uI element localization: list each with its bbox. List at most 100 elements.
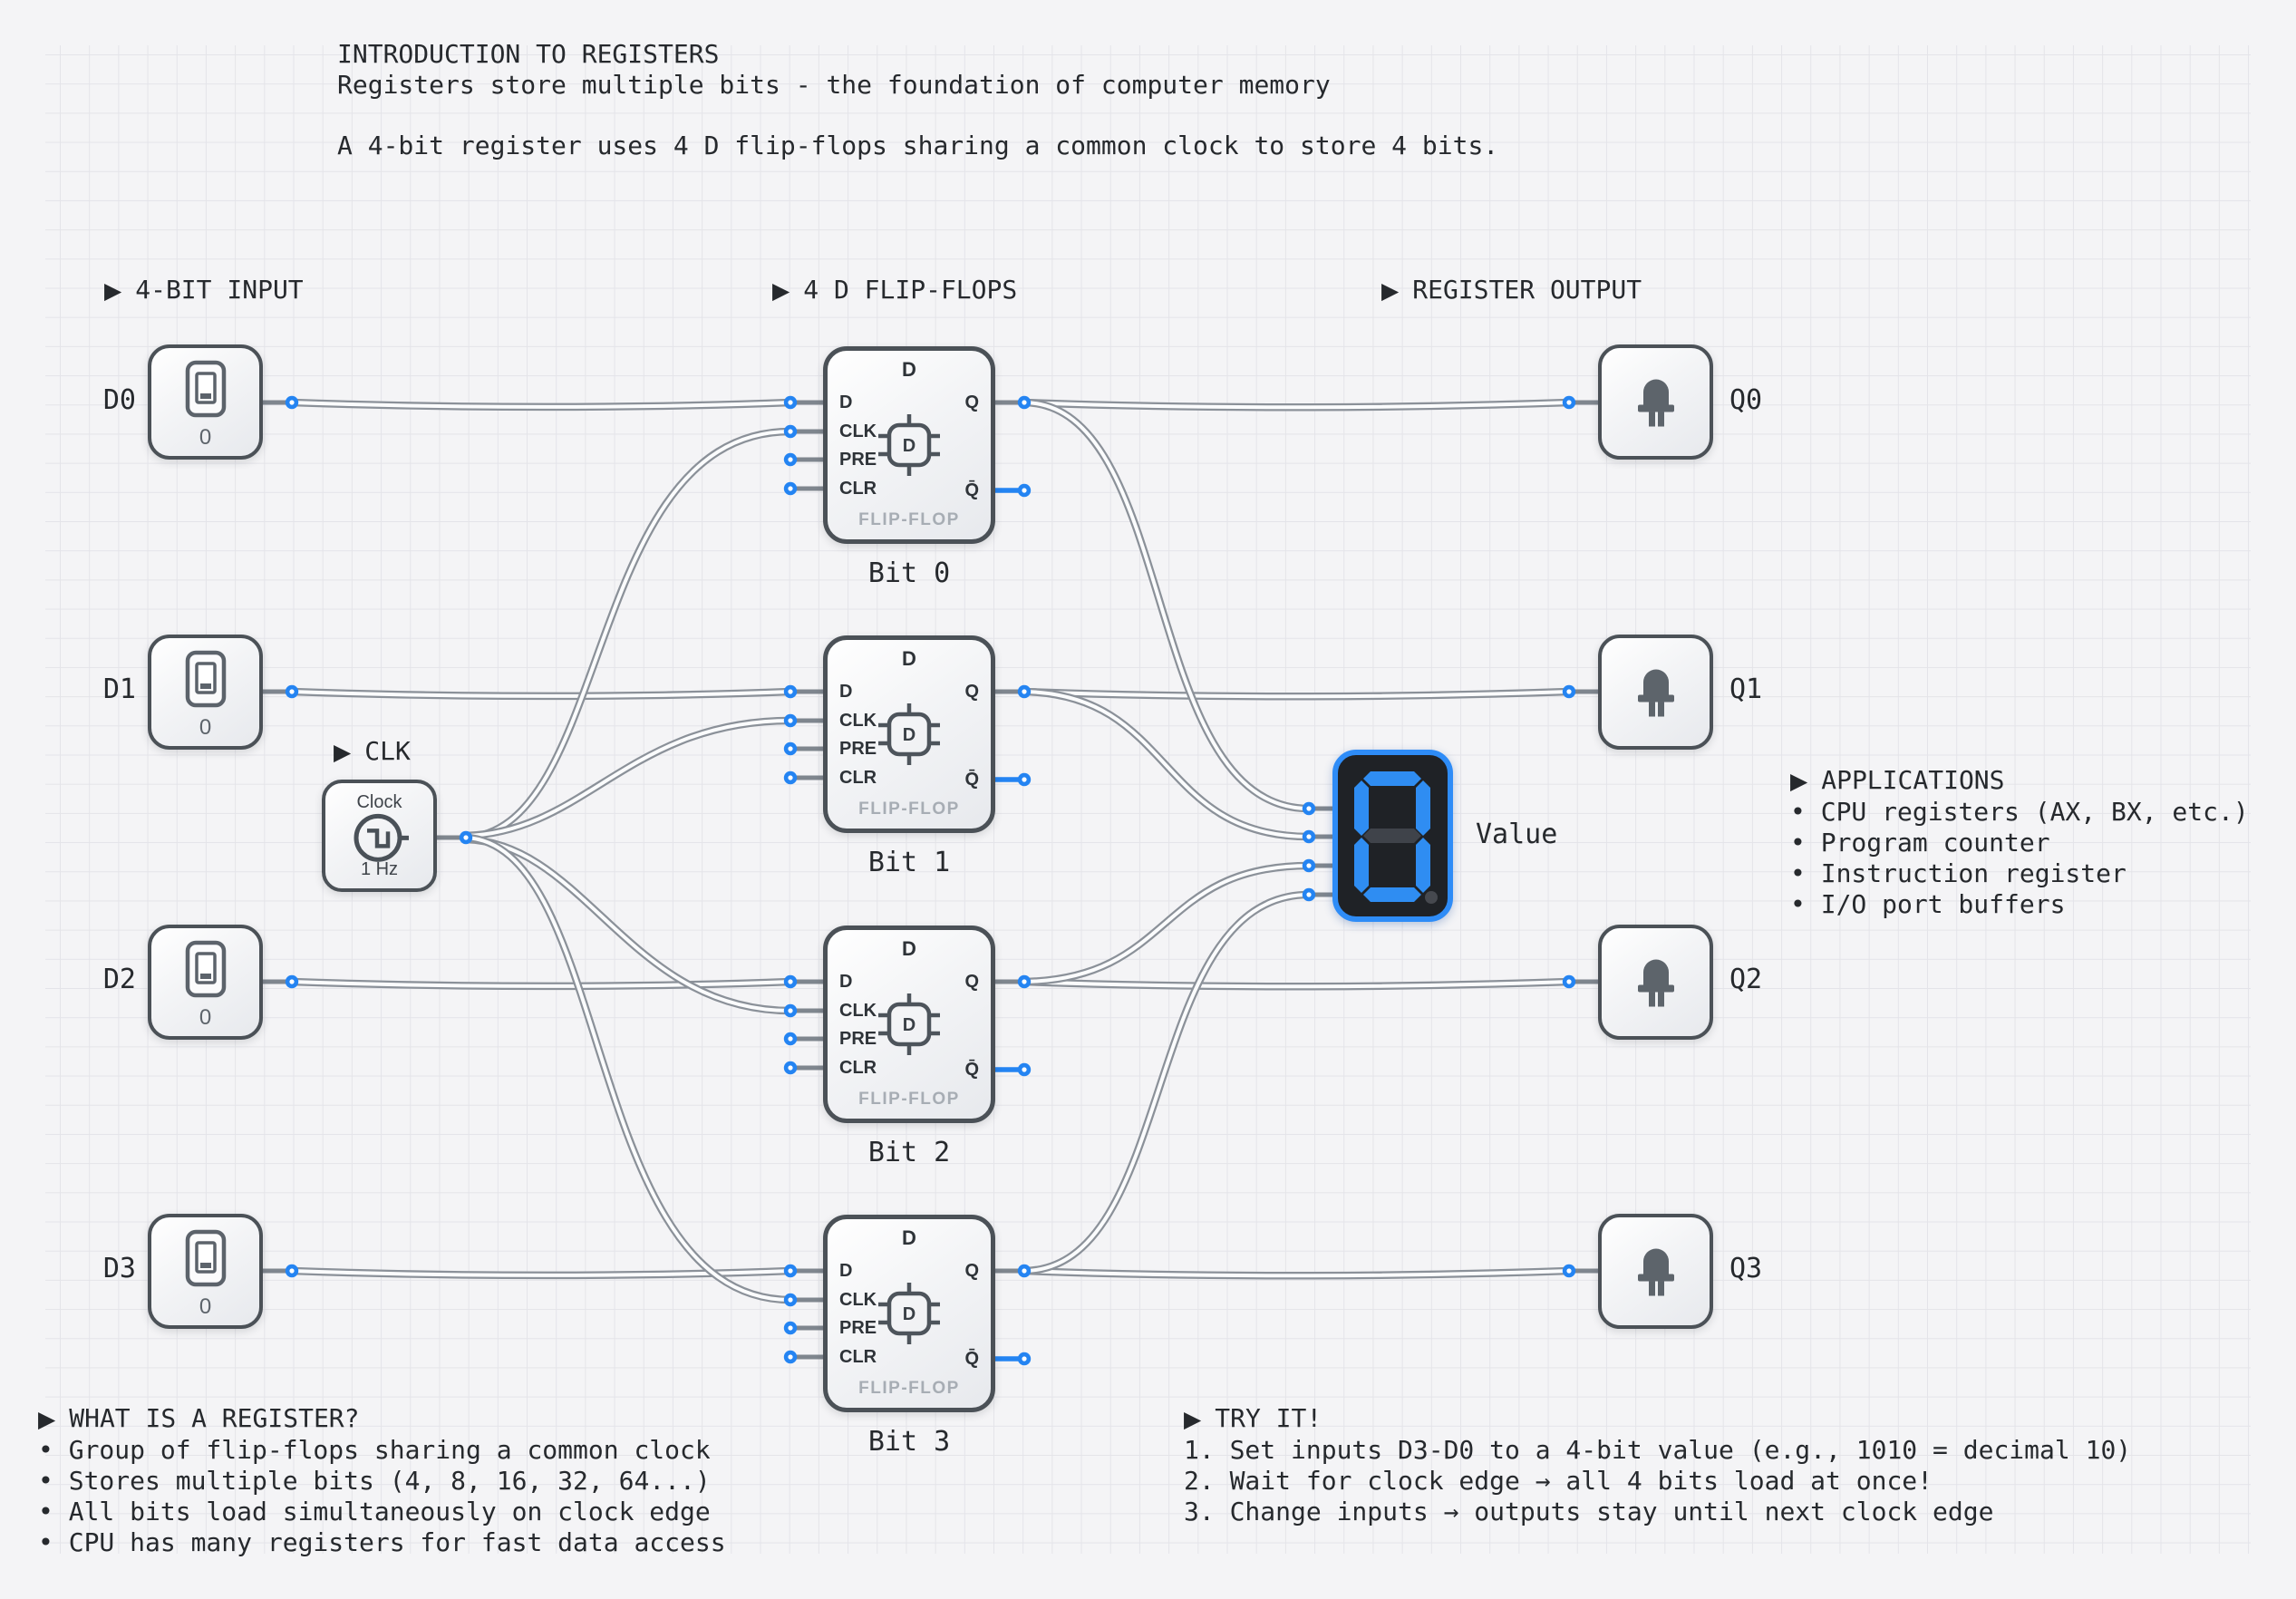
wire-d1-to-bit1[interactable]	[292, 692, 790, 696]
wire-clock-to-bit3-clk[interactable]	[466, 838, 790, 1300]
wire-bit2-q-to-led2[interactable]	[1024, 982, 1569, 986]
section-arrow-icon: ▶	[1381, 277, 1400, 304]
switch-label-d0: D0	[102, 384, 136, 416]
d-chip-icon: D	[878, 993, 940, 1055]
info-header: ▶TRY IT!	[1184, 1403, 1322, 1433]
switch-value: 0	[199, 1005, 212, 1030]
wire-bit0-q-to-led0[interactable]	[1024, 402, 1569, 407]
connection-dot-center	[788, 979, 793, 984]
svg-text:D: D	[903, 436, 915, 456]
led-icon	[1637, 1248, 1674, 1296]
input-switch-d1[interactable]: 0	[148, 635, 263, 750]
info-line: • Stores multiple bits (4, 8, 16, 32, 64…	[38, 1466, 711, 1496]
wire-d0-to-bit0[interactable]	[292, 402, 790, 407]
clock-wave-icon	[354, 813, 409, 862]
toggle-switch-icon	[185, 1229, 226, 1287]
section-arrow-icon: ▶	[38, 1406, 56, 1432]
switch-label-d1: D1	[102, 674, 136, 705]
connection-dot-center	[788, 429, 793, 434]
connection-dot-center	[788, 718, 793, 723]
ff-pin-q: Q	[964, 392, 979, 412]
output-led-q2[interactable]	[1598, 925, 1713, 1040]
connection-dot-center	[788, 1065, 793, 1071]
ff-top-pin-label: D	[902, 647, 916, 670]
ff-pin-pre: PRE	[839, 739, 877, 759]
svg-text:D: D	[903, 1304, 915, 1324]
switch-label-d3: D3	[102, 1253, 136, 1284]
ff-pin-d: D	[839, 1261, 853, 1281]
connection-dot-center	[1022, 689, 1027, 694]
connection-dot-center	[788, 1325, 793, 1331]
seven-segment-display[interactable]	[1332, 750, 1453, 922]
connection-dot-center	[788, 1036, 793, 1042]
flipflop-bit2[interactable]: D D CLK PRE CLR Q Q̄ D FLIP-FLOP	[823, 925, 995, 1123]
ff-pin-clk: CLK	[839, 711, 877, 731]
connection-dot-center	[1022, 777, 1027, 782]
flipflop-bit1[interactable]: D D CLK PRE CLR Q Q̄ D FLIP-FLOP	[823, 635, 995, 833]
connection-dot-center	[788, 1008, 793, 1013]
output-led-q3[interactable]	[1598, 1214, 1713, 1329]
wire-bit0-q-to-display[interactable]	[1024, 402, 1309, 809]
section-arrow-icon: ▶	[1790, 768, 1808, 794]
ff-pin-clr: CLR	[839, 1058, 877, 1078]
input-switch-d3[interactable]: 0	[148, 1214, 263, 1329]
info-line: 2. Wait for clock edge → all 4 bits load…	[1184, 1466, 1933, 1496]
wire-bit3-q-to-led3[interactable]	[1024, 1271, 1569, 1275]
led-icon	[1637, 959, 1674, 1007]
decimal-point	[1425, 891, 1438, 904]
connection-dot-center	[1306, 892, 1312, 897]
output-led-q0[interactable]	[1598, 344, 1713, 460]
flipflop-bit3[interactable]: D D CLK PRE CLR Q Q̄ D FLIP-FLOP	[823, 1215, 995, 1412]
ff-caption-bit0: Bit 0	[867, 557, 951, 589]
ff-caption-bit2: Bit 2	[867, 1137, 951, 1168]
info-line: • CPU registers (AX, BX, etc.)	[1790, 797, 2249, 827]
d-chip-icon: D	[878, 703, 940, 765]
input-switch-d2[interactable]: 0	[148, 925, 263, 1040]
info-header: ▶APPLICATIONS	[1790, 765, 2005, 795]
wire-d2-to-bit2[interactable]	[292, 982, 790, 986]
connection-dot-center	[289, 979, 295, 984]
info-try-it: ▶TRY IT! 1. Set inputs D3-D0 to a 4-bit …	[1184, 1403, 2131, 1527]
connection-dot-center	[788, 746, 793, 751]
connection-dots[interactable]	[285, 395, 1576, 1366]
ff-pin-qbar: Q̄	[964, 1060, 979, 1080]
wire-bit1-q-to-display[interactable]	[1024, 692, 1309, 837]
wire-clock-to-bit0-clk[interactable]	[466, 431, 790, 838]
info-line: • Program counter	[1790, 828, 2050, 858]
svg-text:D: D	[903, 1015, 915, 1035]
clock-component[interactable]: Clock 1 Hz	[322, 780, 437, 892]
info-what-is-register: ▶WHAT IS A REGISTER? • Group of flip-flo…	[38, 1403, 726, 1558]
title-line: Registers store multiple bits - the foun…	[337, 70, 1331, 100]
switch-value: 0	[199, 425, 212, 450]
ff-top-pin-label: D	[902, 358, 916, 381]
connection-dot-center	[788, 400, 793, 405]
input-switch-d0[interactable]: 0	[148, 344, 263, 460]
switch-label-d2: D2	[102, 964, 136, 995]
connection-dot-center	[1566, 979, 1572, 984]
connection-dot-center	[1022, 979, 1027, 984]
wire-bit3-q-to-display[interactable]	[1024, 895, 1309, 1271]
ff-pin-d: D	[839, 682, 853, 702]
ff-pin-q: Q	[964, 682, 979, 702]
led-label-q0: Q0	[1729, 384, 1763, 416]
connection-dot-center	[1022, 1067, 1027, 1072]
connection-dot-center	[1306, 834, 1312, 839]
tutorial-title: INTRODUCTION TO REGISTERS Registers stor…	[337, 39, 1498, 161]
output-led-q1[interactable]	[1598, 635, 1713, 750]
qbar-active-stubs	[995, 488, 1024, 1362]
flipflop-bit0[interactable]: D D CLK PRE CLR Q Q̄ D FLIP-FLOP	[823, 346, 995, 544]
switch-value: 0	[199, 715, 212, 740]
ff-top-pin-label: D	[902, 1226, 916, 1249]
toggle-switch-icon	[185, 650, 226, 708]
connection-dot-center	[1566, 400, 1572, 405]
wire-bit1-q-to-led1[interactable]	[1024, 692, 1569, 696]
led-label-q1: Q1	[1729, 674, 1763, 705]
connection-dot-center	[463, 835, 469, 840]
info-line: • All bits load simultaneously on clock …	[38, 1497, 711, 1526]
clock-frequency: 1 Hz	[360, 859, 399, 879]
led-icon	[1637, 379, 1674, 427]
connection-dot-center	[788, 486, 793, 491]
ff-pin-qbar: Q̄	[964, 480, 979, 500]
wire-bit2-q-to-display[interactable]	[1024, 866, 1309, 982]
display-label: Value	[1476, 819, 1558, 850]
